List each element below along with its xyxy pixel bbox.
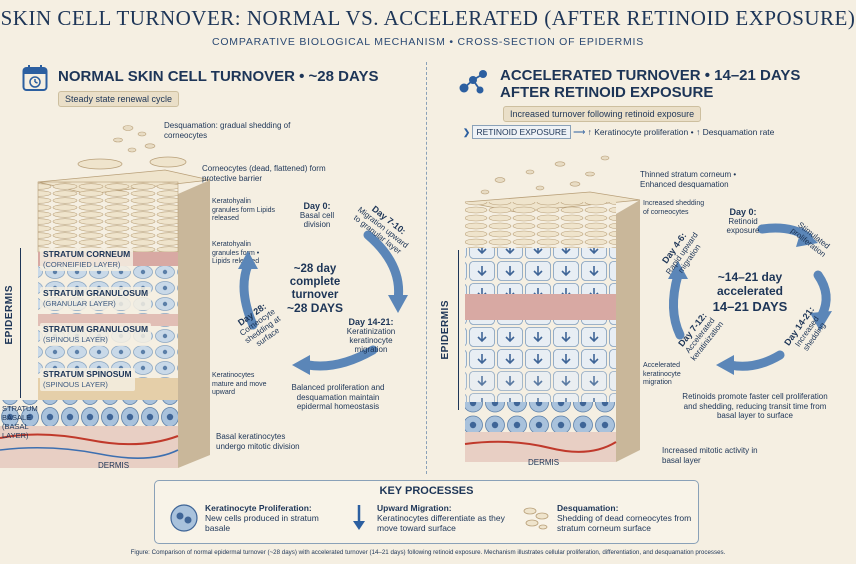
note-keratohyalin-1: Keratohyalin granules form Lipids releas… — [212, 198, 276, 222]
proliferation-icon — [169, 503, 199, 533]
note-increased-shedding: Increased shedding of corneocytes — [643, 200, 705, 216]
epidermis-bracket-left — [20, 248, 26, 398]
key-item-migration: Upward Migration:Keratinocytes different… — [377, 503, 505, 533]
normal-step-day0: Day 0:Basal cell division — [299, 201, 335, 230]
accelerated-tag: Increased turnover following retinoid ex… — [503, 106, 702, 122]
upward-arrow-icon — [351, 503, 367, 531]
dermis-label-left: DERMIS — [98, 461, 130, 470]
key-item-desquamation: Desquamation:Shedding of dead corneocyte… — [557, 503, 692, 533]
key-title: KEY PROCESSES — [379, 485, 474, 497]
key-processes-box: KEY PROCESSES Keratinocyte Proliferation… — [154, 480, 699, 544]
note-basal: Basal keratinocytes undergo mitotic divi… — [216, 432, 300, 451]
figure-caption: Figure: Comparison of normal epidermal t… — [130, 549, 726, 556]
note-accelerated-migration: Accelerated keratinocyte migration — [643, 362, 681, 386]
panel-divider — [426, 62, 427, 474]
note-desquamation: Desquamation: gradual shedding of corneo… — [164, 121, 291, 140]
page-subtitle: COMPARATIVE BIOLOGICAL MECHANISM • CROSS… — [211, 36, 645, 48]
layer-label-granulosum: STRATUM GRANULOSUM(GRANULAR LAYER) — [40, 287, 152, 310]
accelerated-step-day0: Day 0:Retinoid exposure — [726, 207, 760, 236]
note-mature: Keratinocytes mature and move upward — [212, 372, 267, 396]
accelerated-cycle-arrows — [668, 223, 832, 375]
retinoid-exposure-line: ❯ RETINOID EXPOSURE ⟶ ↑ Keratinocyte pro… — [463, 125, 775, 139]
calendar-icon — [22, 64, 48, 92]
note-balanced: Balanced proliferation and desquamation … — [291, 383, 385, 411]
desquamation-flakes-icon — [521, 503, 551, 533]
layer-label-granulosum-spinous: STRATUM GRANULOSUM(SPINOUS LAYER) — [40, 323, 152, 346]
note-mitotic: Increased mitotic activity in basal laye… — [662, 446, 758, 465]
normal-heading: NORMAL SKIN CELL TURNOVER • ~28 DAYS — [58, 68, 379, 85]
accelerated-epidermis-illustration — [464, 155, 641, 462]
layer-label-corneum: STRATUM CORNEUM(CORNEIFIED LAYER) — [40, 248, 134, 271]
epidermis-label-right: EPIDERMIS — [440, 300, 451, 360]
key-item-proliferation: Keratinocyte Proliferation:New cells pro… — [205, 503, 319, 533]
note-corneocytes: Corneocytes (dead, flattened) form prote… — [202, 164, 326, 183]
note-retinoids: Retinoids promote faster cell proliferat… — [682, 392, 828, 420]
normal-step-day14: Day 14-21:Keratinization keratinocyte mi… — [346, 317, 396, 355]
note-thinned: Thinned stratum corneum • Enhanced desqu… — [640, 170, 737, 189]
epidermis-label-left: EPIDERMIS — [4, 285, 15, 345]
layer-label-spinosum: STRATUM SPINOSUM(SPINOUS LAYER) — [40, 368, 135, 391]
note-keratohyalin-2: Keratohyalin granules form • Lipids rele… — [212, 241, 260, 265]
normal-cycle-arrows — [238, 230, 408, 375]
dermis-label-right: DERMIS — [528, 458, 560, 467]
page-title: SKIN CELL TURNOVER: NORMAL VS. ACCELERAT… — [0, 6, 856, 30]
epidermis-bracket-right — [458, 250, 464, 410]
molecule-icon — [456, 66, 490, 96]
normal-tag: Steady state renewal cycle — [58, 91, 180, 107]
